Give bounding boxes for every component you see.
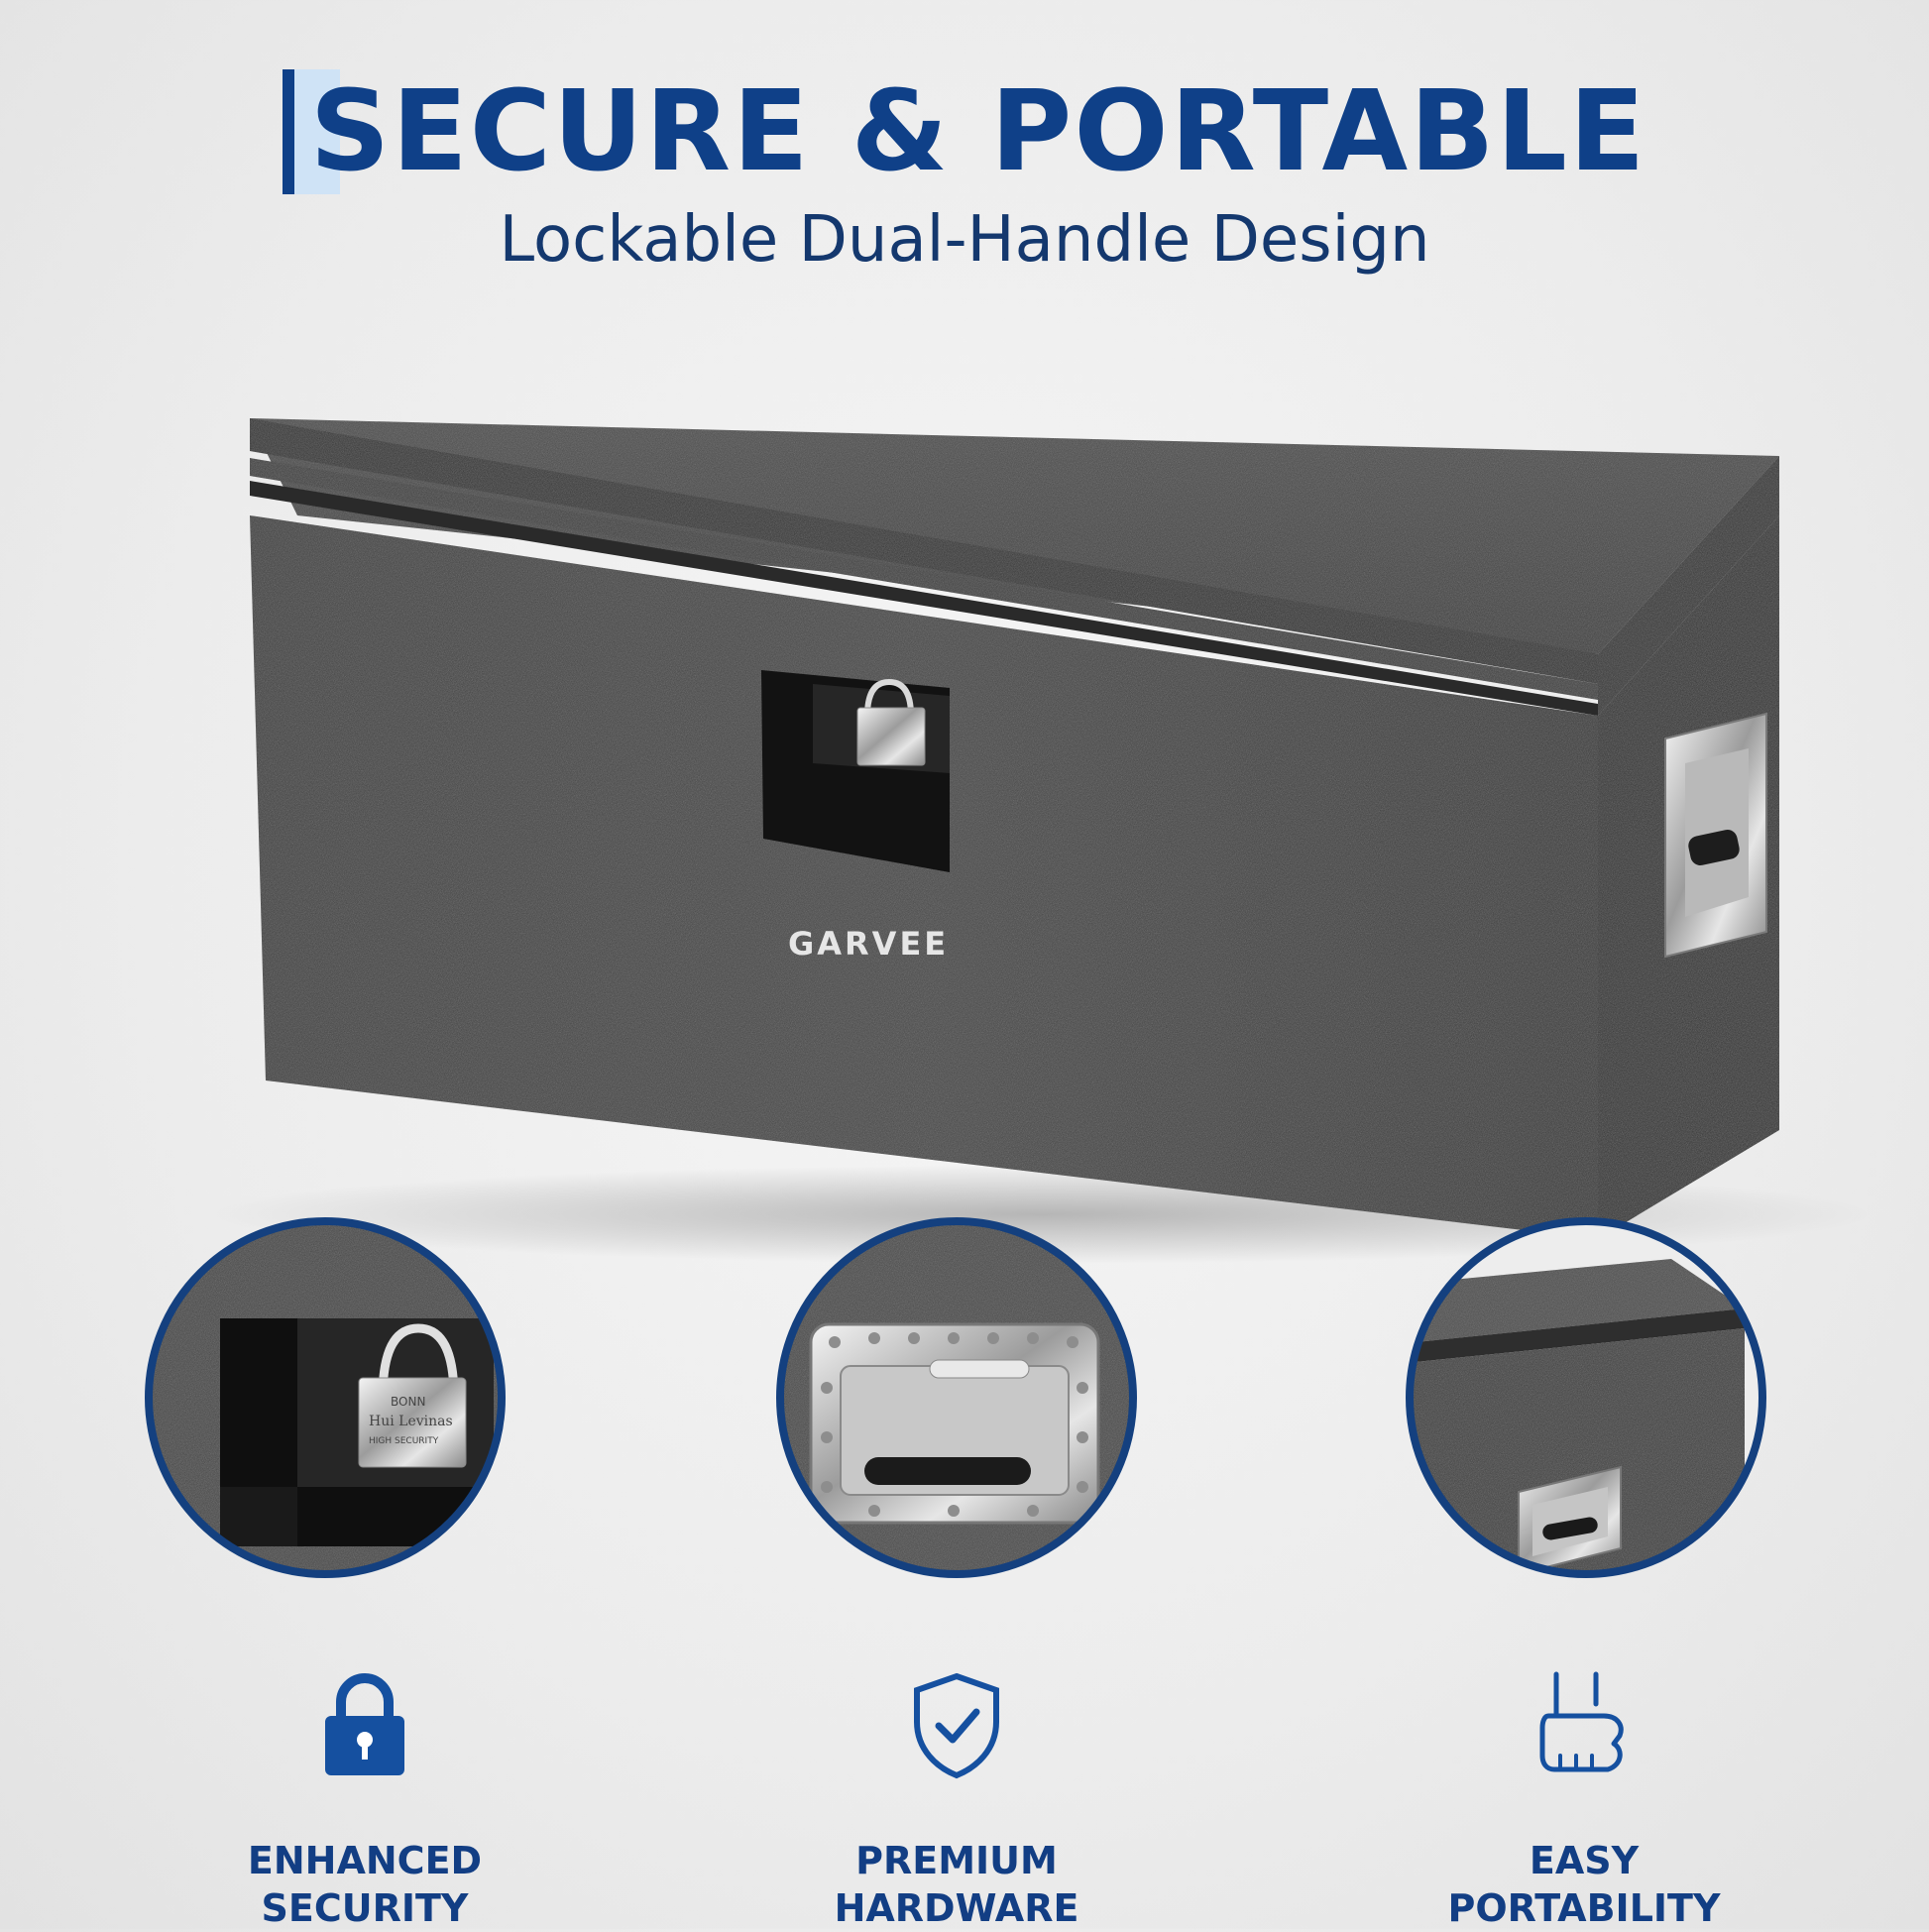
feature-premium-hardware: PREMIUM HARDWARE <box>748 1670 1165 1932</box>
detail-circle-lock: BONN Hui Levinas HIGH SECURITY <box>145 1217 506 1578</box>
feature-label-line2: PORTABILITY <box>1447 1886 1721 1930</box>
feature-label-line2: SECURITY <box>261 1886 469 1930</box>
box-lid-side <box>1598 456 1779 716</box>
feature-easy-portability: EASY PORTABILITY <box>1376 1670 1792 1932</box>
feature-label-line1: EASY <box>1529 1839 1640 1882</box>
title-accent-highlight <box>293 69 340 194</box>
box-lid-edge <box>250 418 1598 684</box>
box-lid-top <box>250 418 1779 654</box>
side-handle <box>1664 712 1767 959</box>
feature-enhanced-security: ENHANCED SECURITY <box>157 1670 573 1932</box>
padlock-icon <box>325 1673 404 1775</box>
feature-label-line1: ENHANCED <box>247 1839 483 1882</box>
hand-grip-icon <box>1539 1671 1624 1772</box>
lock-engraving-rating: HIGH SECURITY <box>369 1436 439 1446</box>
shield-check-icon <box>914 1672 999 1779</box>
detail-circle-portability <box>1406 1217 1766 1578</box>
detail-circle-handle <box>776 1217 1137 1578</box>
feature-label-line2: HARDWARE <box>834 1886 1079 1930</box>
brand-label: GARVEE <box>788 925 949 963</box>
lock-window <box>761 670 950 872</box>
box-front <box>250 515 1598 1239</box>
lock-engraving-name: Hui Levinas <box>369 1414 453 1429</box>
page-subtitle: Lockable Dual-Handle Design <box>499 203 1430 277</box>
feature-label-line1: PREMIUM <box>855 1839 1058 1882</box>
page-title: SECURE & PORTABLE <box>309 67 1647 196</box>
headline: SECURE & PORTABLE <box>0 69 1929 198</box>
title-wrap: SECURE & PORTABLE <box>282 67 1647 196</box>
title-accent-bar <box>282 69 294 194</box>
lock-engraving-brand: BONN <box>391 1395 425 1409</box>
